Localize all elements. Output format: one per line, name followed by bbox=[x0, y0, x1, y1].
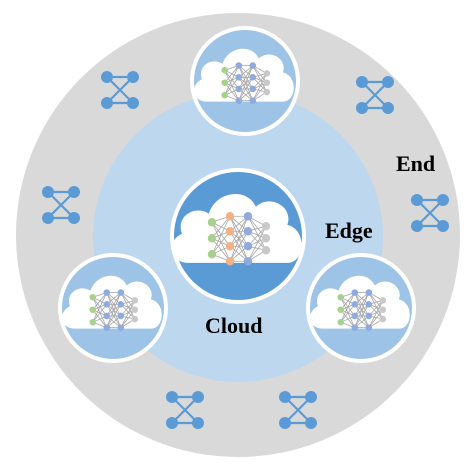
neural-network-icon bbox=[221, 62, 271, 104]
end-device-icon bbox=[101, 71, 139, 109]
edge-node-top bbox=[190, 26, 300, 136]
end-layer-label: End bbox=[396, 151, 435, 176]
edge-node-left bbox=[58, 253, 168, 363]
end-devices bbox=[42, 71, 449, 429]
edge-layer-label: Edge bbox=[325, 218, 373, 243]
neural-network-icon bbox=[89, 289, 139, 331]
end-device-icon bbox=[279, 391, 317, 429]
compute-nodes bbox=[58, 26, 416, 363]
cloud-icon bbox=[62, 275, 162, 329]
neural-network-icon bbox=[337, 289, 387, 331]
end-device-icon bbox=[356, 76, 394, 114]
cloud-icon bbox=[171, 194, 302, 263]
end-device-icon bbox=[42, 186, 80, 224]
neural-network-icon bbox=[207, 212, 271, 266]
cloud-node bbox=[170, 168, 306, 304]
cloud-icon bbox=[194, 48, 294, 102]
end-device-icon bbox=[166, 391, 204, 429]
cloud-icon bbox=[310, 275, 410, 329]
edge-node-right bbox=[306, 253, 416, 363]
cloud-layer-label: Cloud bbox=[205, 313, 262, 338]
end-device-icon bbox=[411, 194, 449, 232]
